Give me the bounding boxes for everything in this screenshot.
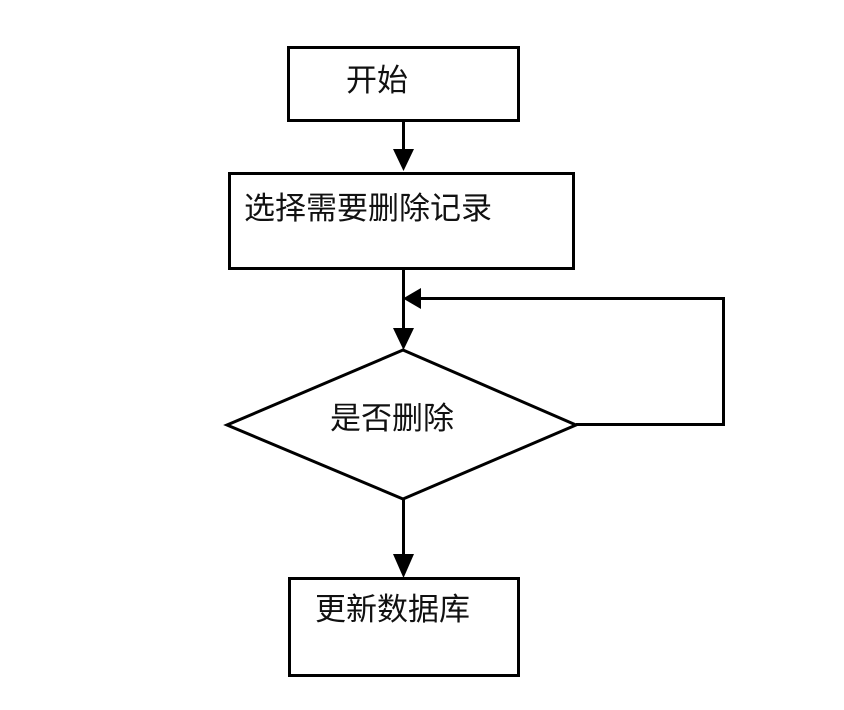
edge-decision-loop-line <box>420 297 725 426</box>
edge-decision-update-arrowhead <box>393 554 414 578</box>
flowchart-node-select-records: 选择需要删除记录 <box>228 172 575 270</box>
edge-decision-loop-arrowhead <box>403 288 421 309</box>
flowchart-node-decision-label: 是否删除 <box>330 401 454 437</box>
edge-start-select-arrowhead <box>393 149 414 171</box>
flowchart-node-start: 开始 <box>287 46 520 122</box>
flowchart-node-update-database: 更新数据库 <box>288 577 520 677</box>
node-update-database-label: 更新数据库 <box>315 592 470 628</box>
edge-select-decision-arrowhead <box>393 328 414 350</box>
node-start-label: 开始 <box>346 63 408 99</box>
node-select-records-label: 选择需要删除记录 <box>244 191 492 227</box>
